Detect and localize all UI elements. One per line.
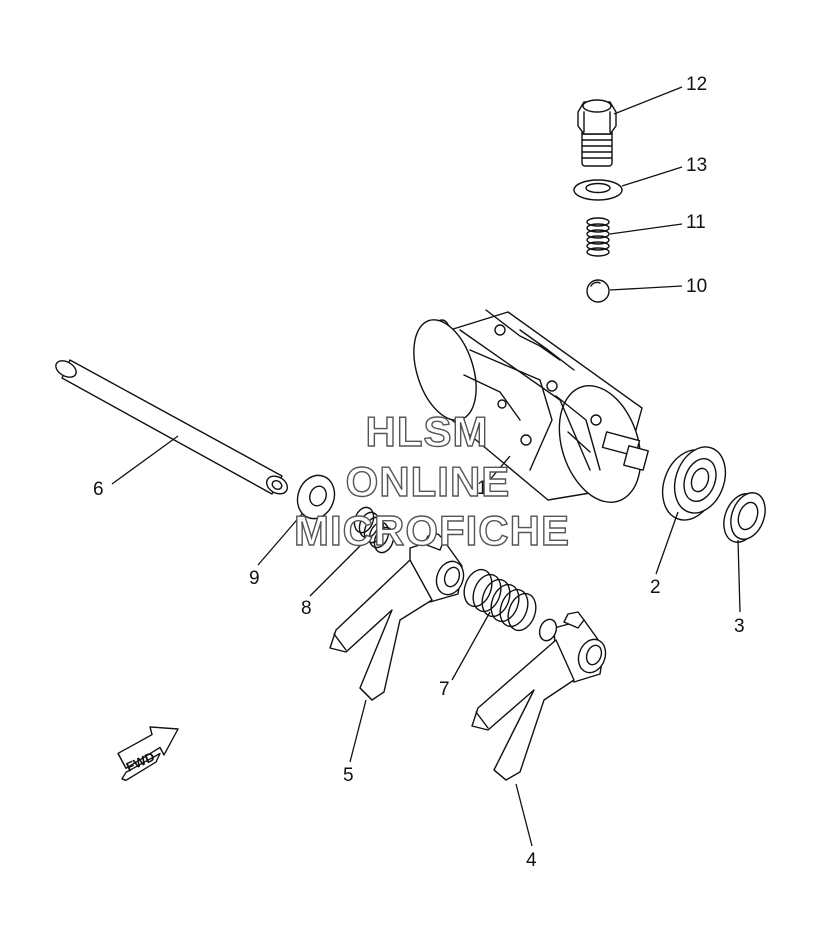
callout-9: 9 — [249, 568, 260, 589]
part-9-washer — [296, 474, 336, 520]
callout-10: 10 — [686, 276, 707, 297]
callout-11: 11 — [686, 212, 706, 233]
callout-3: 3 — [734, 616, 745, 637]
part-13-washer — [573, 179, 623, 201]
callout-5: 5 — [343, 765, 354, 786]
callout-1: 1 — [477, 478, 488, 499]
part-2-bearing — [661, 446, 727, 521]
part-4-shift-fork — [471, 611, 607, 781]
callout-8: 8 — [301, 598, 312, 619]
callout-7: 7 — [439, 679, 450, 700]
fwd-direction-arrow-icon: FWD — [117, 726, 179, 781]
part-6-guide-bar — [55, 359, 289, 495]
part-1-shift-drum — [413, 309, 649, 503]
callout-2: 2 — [650, 577, 661, 598]
part-10-ball — [586, 279, 610, 303]
part-8-spring — [353, 506, 395, 554]
part-7-spring — [463, 568, 537, 632]
callout-4: 4 — [526, 850, 537, 871]
watermark: HLSM ONLINE MICROFICHE — [293, 407, 570, 554]
callout-6: 6 — [93, 479, 104, 500]
watermark-line-3: MICROFICHE — [294, 507, 570, 554]
part-3-oil-seal — [723, 492, 766, 543]
part-11-spring — [586, 217, 610, 257]
part-12-bolt — [577, 99, 617, 167]
leader-lines — [111, 86, 741, 847]
callout-12: 12 — [686, 74, 707, 95]
part-5-shift-fork — [329, 533, 465, 701]
callout-13: 13 — [686, 155, 707, 176]
watermark-line-1: HLSM — [366, 408, 489, 455]
watermark-line-2: ONLINE — [346, 458, 511, 505]
